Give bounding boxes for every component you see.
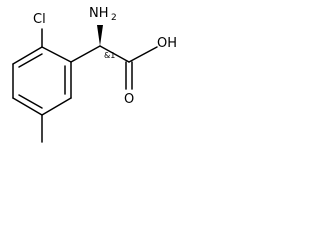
bond-carboxyl-to-hydroxyl — [128, 46, 158, 63]
amine-subscript-label: 2 — [111, 13, 117, 23]
wedge-bond-to-amine — [97, 25, 103, 46]
hydroxyl-label: OH — [157, 36, 177, 51]
ring-bond-c1-c2 — [41, 46, 72, 63]
bond-ring-to-alpha-carbon — [70, 45, 101, 63]
stereo-descriptor-label: &1 — [104, 51, 115, 60]
chlorine-label: Cl — [33, 12, 46, 27]
ring-bond-c5-c6 — [41, 97, 72, 116]
chemical-structure-diagram: Cl NH 2 &1 OH O — [12, 6, 177, 143]
ring-bond-c2-c3 — [12, 46, 43, 65]
amine-label: NH — [89, 6, 109, 21]
ring-double-bond-c4-c5 — [18, 94, 43, 109]
carbonyl-oxygen-label: O — [124, 92, 134, 107]
benzene-ring — [12, 46, 72, 116]
ring-bond-c4-c5 — [12, 97, 43, 116]
ring-double-bond-c2-c3 — [18, 53, 43, 68]
bond-alpha-to-carboxyl-carbon — [99, 45, 130, 63]
